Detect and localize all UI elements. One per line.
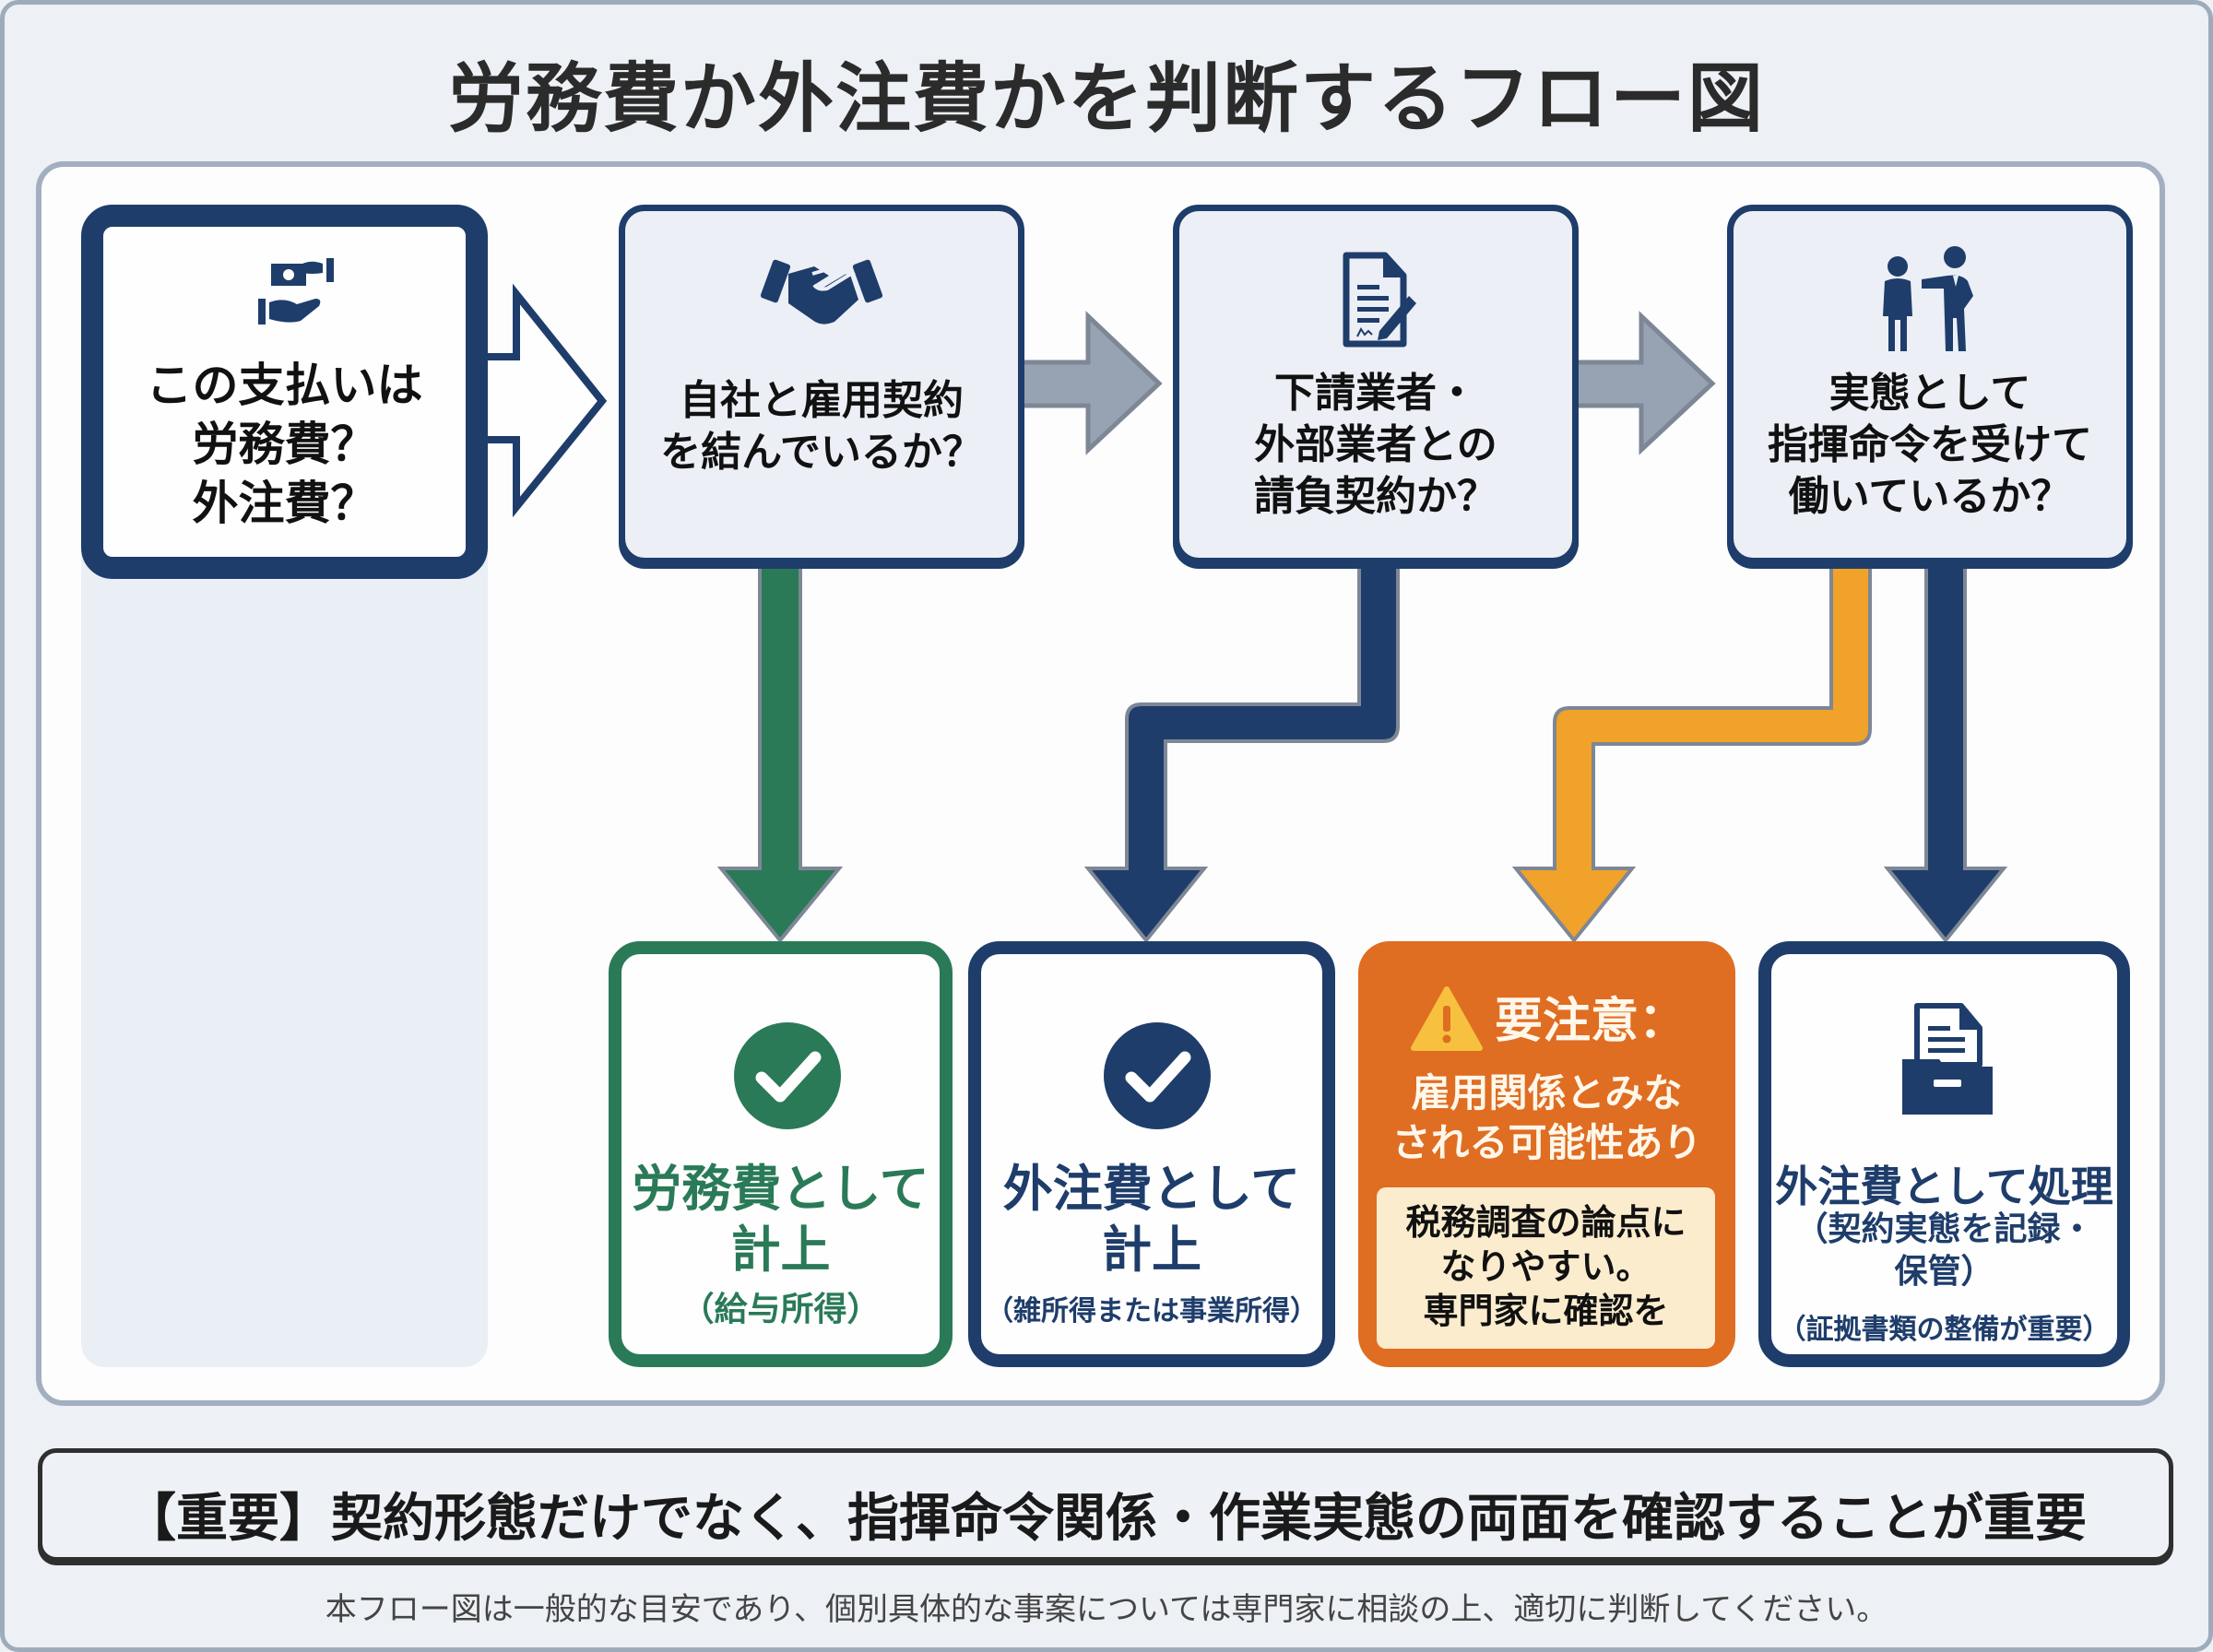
- result-title: 外注費として 計上: [981, 1159, 1322, 1280]
- contract-document-icon: [1343, 252, 1416, 348]
- warning-icon: [1411, 986, 1483, 1051]
- question-line: 請負契約か？: [1254, 473, 1497, 520]
- result-labor-cost: 労務費として 計上 （給与所得）: [609, 941, 953, 1367]
- money-hands-icon: [258, 258, 334, 324]
- arrow-to-caution: [1511, 562, 1872, 944]
- result-process-outsourcing: 外注費として処理 （契約実態を記録・ 保管） （証拠書類の整備が重要）: [1758, 941, 2130, 1367]
- caution-text: 雇用関係とみな される可能性あり: [1358, 1068, 1735, 1168]
- arrow-q2-q3: [1571, 311, 1716, 455]
- callout-line: なりやすい。: [1440, 1246, 1651, 1287]
- question-line: 自社と雇用契約: [680, 377, 964, 424]
- question-line: を結んでいるか？: [660, 429, 983, 476]
- arrow-to-labor: [716, 562, 844, 944]
- supervisor-instruction-icon: [1883, 246, 1973, 351]
- result-title-line: 外注費として: [1002, 1160, 1301, 1218]
- result-title-line: 労務費として: [632, 1160, 929, 1218]
- result-outsourcing-cost: 外注費として 計上 （雑所得または事業所得）: [968, 941, 1335, 1367]
- result-subtitle-line: （契約実態を記録・: [1794, 1210, 2094, 1248]
- result-subtitle-line: 保管）: [1894, 1253, 1994, 1291]
- arrow-to-outsourcing: [1083, 562, 1400, 944]
- check-circle-icon: [1104, 1022, 1211, 1129]
- start-line: 外注費？: [192, 477, 377, 530]
- question-box-employment-contract: 自社と雇用契約 を結んでいるか？: [619, 205, 1024, 564]
- caution-callout: 税務調査の論点に なりやすい。 専門家に確認を: [1377, 1187, 1715, 1349]
- check-circle-icon: [734, 1022, 841, 1129]
- page-title: 労務費か外注費かを判断するフロー図: [447, 55, 1765, 143]
- result-subtitle: （雑所得または事業所得）: [986, 1295, 1318, 1328]
- result-caution: 要注意： 雇用関係とみな される可能性あり 税務調査の論点に なりやすい。 専門…: [1358, 941, 1735, 1367]
- disclaimer-footer: 本フロー図は一般的な目安であり、個別具体的な事案については専門家に相談の上、適切…: [325, 1591, 1888, 1628]
- callout-line: 専門家に確認を: [1423, 1291, 1669, 1331]
- result-note: （証拠書類の整備が重要）: [1778, 1314, 2111, 1346]
- question-line: 実態として: [1828, 370, 2031, 417]
- result-title: 労務費として 計上: [621, 1159, 940, 1280]
- important-text: 【重要】契約形態だけでなく、指揮命令関係・作業実態の両面を確認することが重要: [124, 1489, 2087, 1549]
- arrow-q1-q2: [1018, 311, 1163, 455]
- question-line: 外部業者との: [1254, 421, 1497, 468]
- callout-text: 税務調査の論点に なりやすい。 専門家に確認を: [1377, 1200, 1715, 1333]
- start-arrow: [478, 283, 608, 518]
- callout-line: 税務調査の論点に: [1405, 1202, 1686, 1243]
- start-line: 労務費？: [192, 418, 377, 471]
- file-cabinet-icon: [1902, 1003, 1993, 1115]
- important-banner: 【重要】契約形態だけでなく、指揮命令関係・作業実態の両面を確認することが重要: [38, 1448, 2173, 1562]
- start-column-background: [81, 553, 488, 1367]
- result-title-line: 計上: [730, 1221, 831, 1279]
- handshake-icon: [760, 259, 883, 324]
- question-text: 下請業者・ 外部業者との 請負契約か？: [1179, 368, 1572, 523]
- question-text: 自社と雇用契約 を結んでいるか？: [625, 375, 1018, 478]
- caution-line: される可能性あり: [1391, 1120, 1702, 1165]
- question-line: 指揮命令を受けて: [1768, 421, 2092, 468]
- caution-line: 雇用関係とみな: [1411, 1070, 1683, 1115]
- question-box-subcontract: 下請業者・ 外部業者との 請負契約か？: [1173, 205, 1579, 564]
- start-line: この支払いは: [146, 359, 423, 412]
- result-title-line: 計上: [1102, 1221, 1201, 1279]
- result-subtitle: （給与所得）: [680, 1291, 881, 1328]
- question-text: 実態として 指揮命令を受けて 働いているか？: [1734, 368, 2126, 523]
- result-subtitle: （契約実態を記録・ 保管）: [1771, 1209, 2117, 1293]
- question-line: 下請業者・: [1274, 370, 1477, 417]
- question-box-command-relationship: 実態として 指揮命令を受けて 働いているか？: [1727, 205, 2133, 564]
- question-line: 働いているか？: [1788, 473, 2072, 520]
- start-question: この支払いは 労務費？ 外注費？: [103, 356, 466, 533]
- caution-heading: 要注意：: [1495, 994, 1687, 1049]
- arrow-to-process: [1883, 562, 2008, 944]
- start-box: この支払いは 労務費？ 外注費？: [81, 205, 488, 579]
- result-title: 外注費として処理: [1775, 1162, 2113, 1211]
